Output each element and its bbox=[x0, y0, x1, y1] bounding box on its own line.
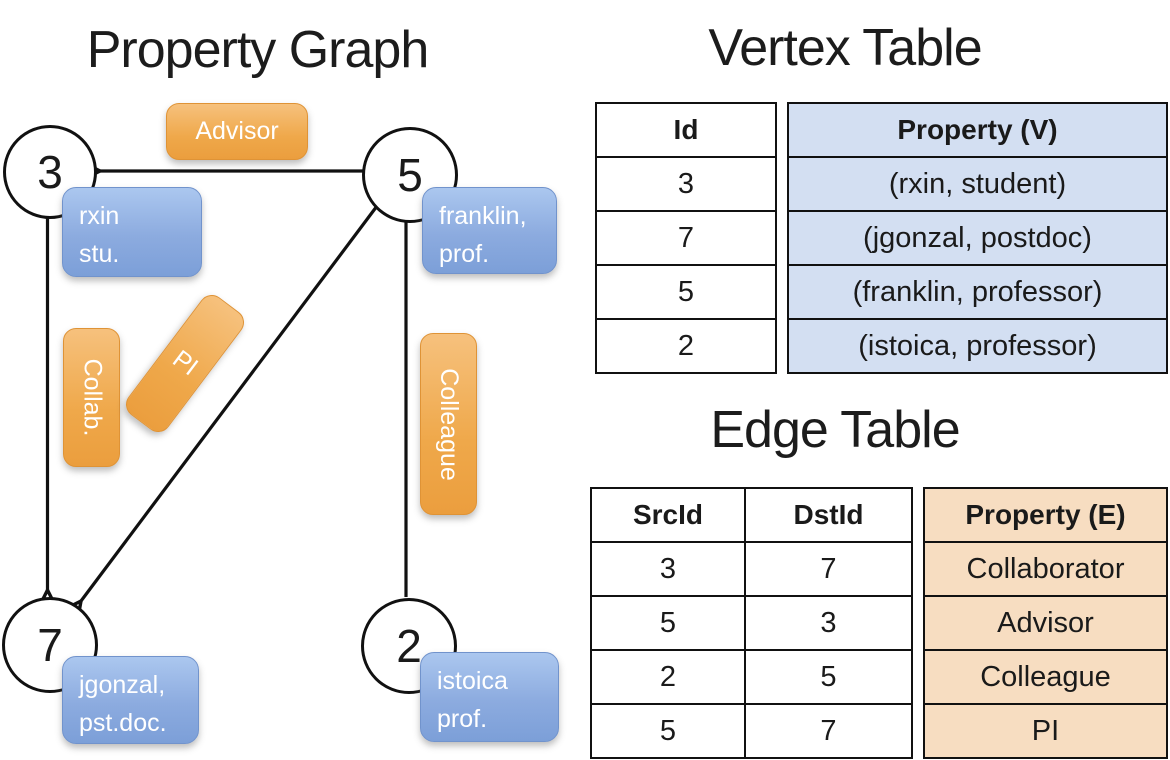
edge-srcid-cell: 3 bbox=[590, 541, 746, 597]
node-id-label: 2 bbox=[396, 620, 422, 672]
edge-table-property-column: Property (E) Collaborator Advisor Collea… bbox=[923, 487, 1168, 759]
edge-property-cell: Collaborator bbox=[923, 541, 1168, 597]
edge-dstid-cell: 5 bbox=[744, 649, 913, 705]
graph-node-2: 2 bbox=[361, 598, 457, 694]
vertex-property-line: istoica bbox=[437, 667, 508, 695]
edge-srcid-cell: 5 bbox=[590, 595, 746, 651]
vertex-id-cell: 7 bbox=[595, 210, 777, 266]
edge-property-cell: Colleague bbox=[923, 649, 1168, 705]
edge-label-box-advisor: Advisor bbox=[166, 103, 308, 160]
vertex-table-property-column: Property (V) (rxin, student) (jgonzal, p… bbox=[787, 102, 1168, 374]
vertex-property-line: prof. bbox=[439, 240, 490, 268]
edge-arrow-pi-5-to-7 bbox=[62, 205, 379, 622]
vertex-property-box-rxin: rxin stu. bbox=[62, 187, 202, 277]
graph-edges-canvas bbox=[36, 160, 417, 622]
vertex-property-line: franklin, bbox=[439, 202, 527, 230]
edge-dstid-cell: 3 bbox=[744, 595, 913, 651]
vertex-property-box-jgonzal: jgonzal, pst.doc. bbox=[62, 656, 199, 744]
vertex-property-line: prof. bbox=[437, 705, 488, 733]
edge-table-header-srcid: SrcId bbox=[590, 487, 746, 543]
vertex-id-cell: 2 bbox=[595, 318, 777, 374]
vertex-property-line: pst.doc. bbox=[79, 709, 167, 737]
vertex-property-line: stu. bbox=[79, 240, 120, 268]
property-graph-title: Property Graph bbox=[86, 21, 430, 79]
edge-dstid-cell: 7 bbox=[744, 703, 913, 759]
vertex-property-cell: (jgonzal, postdoc) bbox=[787, 210, 1168, 266]
vertex-property-box-franklin: franklin, prof. bbox=[422, 187, 557, 274]
edge-label: Collab. bbox=[78, 358, 107, 437]
edge-label: Colleague bbox=[435, 367, 463, 481]
edge-label: Advisor bbox=[195, 117, 279, 145]
vertex-id-cell: 5 bbox=[595, 264, 777, 320]
edge-table-title: Edge Table bbox=[710, 401, 960, 459]
edge-table-header-dstid: DstId bbox=[744, 487, 913, 543]
vertex-property-line: rxin bbox=[79, 202, 120, 230]
node-id-label: 3 bbox=[37, 146, 63, 198]
vertex-property-line: jgonzal, bbox=[79, 671, 166, 699]
edge-label: PI bbox=[167, 344, 204, 382]
edge-label-box-collab: Collab. bbox=[63, 328, 120, 467]
edge-property-cell: PI bbox=[923, 703, 1168, 759]
edge-table-header-property: Property (E) bbox=[923, 487, 1168, 543]
edge-srcid-cell: 2 bbox=[590, 649, 746, 705]
vertex-table-id-column: Id 3 7 5 2 bbox=[595, 102, 777, 374]
vertex-property-cell: (franklin, professor) bbox=[787, 264, 1168, 320]
edge-label-box-colleague: Colleague bbox=[420, 333, 477, 515]
vertex-id-cell: 3 bbox=[595, 156, 777, 212]
edge-table-id-columns: SrcId DstId 3 7 5 3 2 5 5 7 bbox=[590, 487, 913, 759]
edge-dstid-cell: 7 bbox=[744, 541, 913, 597]
vertex-table-header-id: Id bbox=[595, 102, 777, 158]
vertex-property-cell: (istoica, professor) bbox=[787, 318, 1168, 374]
edge-property-cell: Advisor bbox=[923, 595, 1168, 651]
vertex-property-box-istoica: istoica prof. bbox=[420, 652, 559, 742]
node-id-label: 5 bbox=[397, 149, 423, 201]
edge-srcid-cell: 5 bbox=[590, 703, 746, 759]
node-id-label: 7 bbox=[37, 619, 63, 671]
vertex-property-cell: (rxin, student) bbox=[787, 156, 1168, 212]
vertex-table-header-property: Property (V) bbox=[787, 102, 1168, 158]
vertex-table-title: Vertex Table bbox=[708, 19, 982, 77]
